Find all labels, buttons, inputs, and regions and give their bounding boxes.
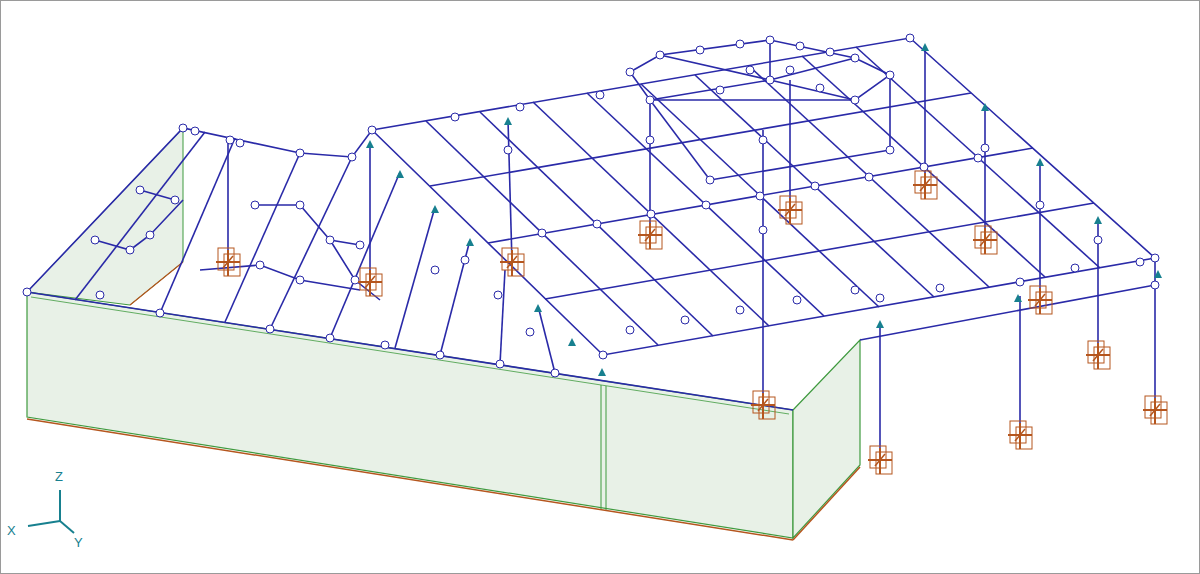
axis-label: Z — [55, 470, 63, 483]
load-arrows — [366, 43, 1162, 376]
supports — [216, 171, 1167, 474]
frame-members — [27, 38, 1155, 460]
hinge-nodes — [23, 34, 1159, 377]
axis-triad — [28, 490, 74, 533]
axis-label: Y — [74, 536, 83, 549]
walls — [27, 128, 860, 540]
axis-label: X — [7, 524, 16, 537]
